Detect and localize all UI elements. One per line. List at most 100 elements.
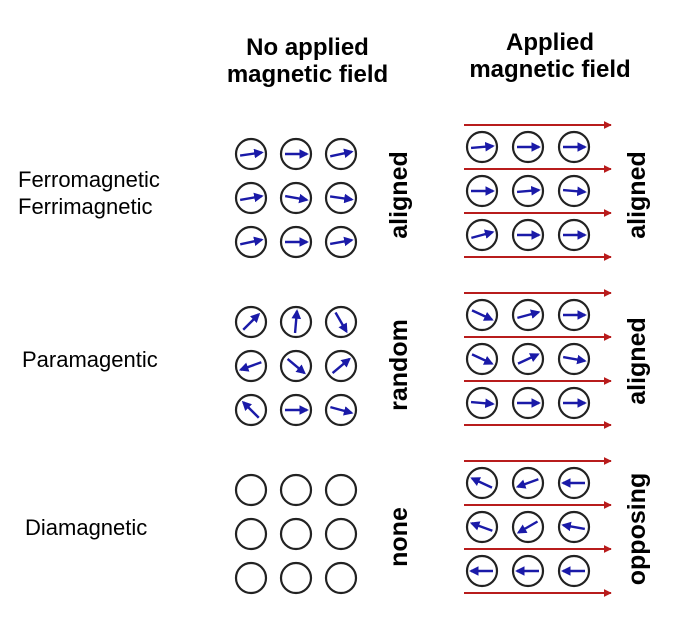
spin-no-field	[279, 225, 313, 259]
spin-arrow-icon	[470, 477, 493, 489]
spin-arrow-icon	[515, 478, 539, 489]
spin-applied-field	[511, 218, 545, 252]
moment-circle	[324, 517, 358, 551]
moment-circle	[324, 473, 358, 507]
spin-no-field	[234, 305, 268, 339]
spin-arrow-icon	[562, 354, 587, 365]
moment-circle	[279, 473, 313, 507]
spin-arrow-icon	[471, 309, 494, 321]
spin-applied-field	[511, 174, 545, 208]
spin-arrow-icon	[241, 400, 260, 419]
spin-no-field	[279, 181, 313, 215]
spin-arrow-icon	[329, 193, 354, 204]
header-applied-field: Applied magnetic field	[430, 29, 670, 83]
row-label-paramagnetic: Paramagentic	[22, 346, 158, 373]
spin-no-field	[234, 517, 268, 551]
spin-no-field	[234, 393, 268, 427]
spin-applied-field	[511, 342, 545, 376]
spin-applied-field	[465, 218, 499, 252]
header-applied-field-line1: Applied	[506, 29, 594, 56]
spin-arrow-icon	[329, 148, 354, 159]
spin-arrow-icon	[291, 309, 302, 334]
moment-circle	[234, 473, 268, 507]
spin-applied-field	[557, 130, 591, 164]
spin-arrow-icon	[517, 353, 540, 365]
row-label-diamagnetic: Diamagnetic	[25, 514, 147, 541]
spin-arrow-icon	[562, 186, 587, 197]
spin-applied-field	[557, 554, 591, 588]
spin-arrow-icon	[516, 520, 539, 534]
spin-no-field	[324, 517, 358, 551]
spin-no-field	[279, 393, 313, 427]
row-label-diamagnetic-text: Diamagnetic	[25, 515, 148, 540]
spin-no-field	[279, 349, 313, 383]
spin-applied-field	[465, 298, 499, 332]
spin-no-field	[279, 473, 313, 507]
spin-applied-field	[557, 218, 591, 252]
spin-applied-field	[465, 342, 499, 376]
spin-no-field	[324, 473, 358, 507]
spin-arrow-icon	[471, 229, 495, 240]
spin-no-field	[234, 137, 268, 171]
spin-applied-field	[511, 554, 545, 588]
spin-applied-field	[557, 342, 591, 376]
spin-applied-field	[557, 298, 591, 332]
applied-field-grids	[464, 121, 612, 597]
moment-circle	[234, 517, 268, 551]
spin-no-field	[279, 517, 313, 551]
row-label-paramagnetic-text: Paramagentic	[22, 347, 158, 372]
spin-no-field	[324, 137, 358, 171]
spin-applied-field	[465, 554, 499, 588]
spin-applied-field	[465, 386, 499, 420]
spin-arrow-icon	[331, 357, 351, 374]
spin-arrow-icon	[329, 236, 354, 247]
spin-applied-field	[465, 174, 499, 208]
spin-arrow-icon	[239, 148, 264, 159]
spin-applied-field	[557, 174, 591, 208]
spin-arrow-icon	[284, 193, 309, 204]
spin-no-field	[234, 349, 268, 383]
spin-applied-field	[511, 386, 545, 420]
row-label-ferromagnetic: Ferromagnetic Ferrimagnetic	[18, 166, 160, 220]
spin-no-field	[234, 561, 268, 595]
spin-arrow-icon	[469, 521, 493, 532]
spin-no-field	[279, 561, 313, 595]
header-no-field: No applied magnetic field	[190, 34, 425, 88]
moment-circle	[279, 517, 313, 551]
spin-arrow-icon	[561, 521, 586, 532]
moment-circle	[234, 561, 268, 595]
spin-no-field	[234, 181, 268, 215]
spin-no-field	[324, 561, 358, 595]
header-applied-field-line2: magnetic field	[469, 56, 631, 83]
spin-arrow-icon	[334, 311, 348, 334]
spin-applied-field	[465, 510, 499, 544]
spin-applied-field	[557, 386, 591, 420]
spin-no-field	[324, 349, 358, 383]
spin-arrow-icon	[238, 361, 262, 372]
no-field-grids	[234, 137, 358, 595]
spin-applied-field	[511, 130, 545, 164]
spin-no-field	[324, 393, 358, 427]
spin-arrow-icon	[471, 353, 494, 365]
spin-applied-field	[465, 466, 499, 500]
spin-arrow-icon	[517, 309, 541, 320]
spin-applied-field	[557, 466, 591, 500]
spin-arrow-icon	[239, 236, 264, 247]
row-label-ferromagnetic-line1: Ferromagnetic	[18, 167, 160, 192]
spin-applied-field	[465, 130, 499, 164]
spin-arrow-icon	[330, 405, 354, 416]
row-label-ferrimagnetic-line2: Ferrimagnetic	[18, 194, 153, 219]
moment-circle	[279, 561, 313, 595]
spin-no-field	[324, 225, 358, 259]
spin-applied-field	[511, 298, 545, 332]
spin-no-field	[324, 305, 358, 339]
spin-no-field	[279, 137, 313, 171]
spin-arrow-icon	[286, 358, 306, 375]
spin-arrow-icon	[516, 185, 541, 196]
spin-arrow-icon	[470, 141, 495, 152]
moment-circle	[324, 561, 358, 595]
spin-applied-field	[511, 466, 545, 500]
spin-arrow-icon	[470, 398, 495, 409]
header-no-field-line2: magnetic field	[226, 61, 389, 88]
spin-no-field	[279, 305, 313, 339]
